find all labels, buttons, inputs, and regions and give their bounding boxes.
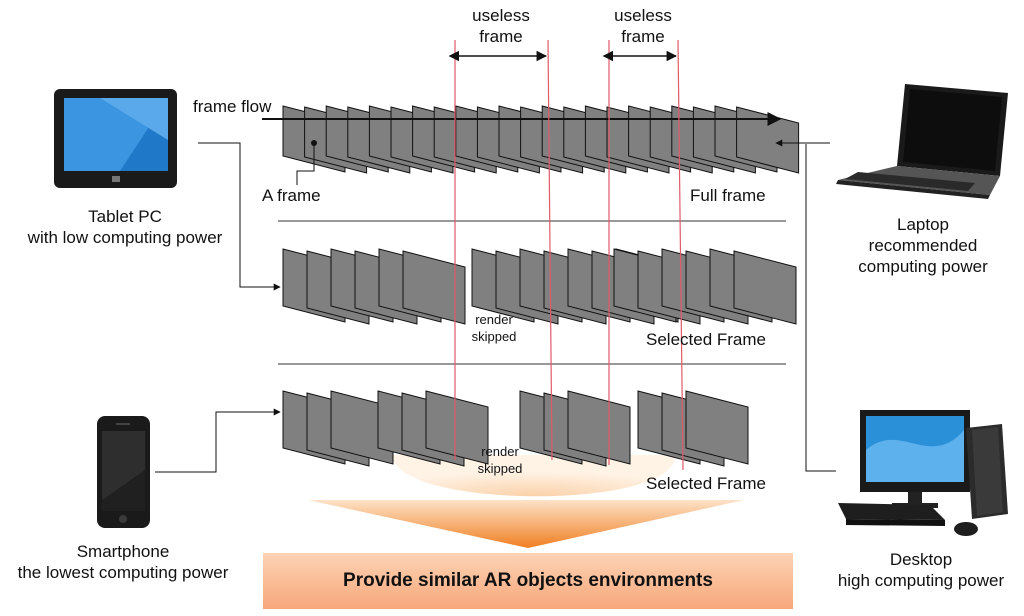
useless-frame-markers [454, 39, 684, 471]
selected-frame-label-1: Selected Frame [646, 330, 766, 349]
funnel-arrow [308, 500, 744, 548]
selected-frame-label-2: Selected Frame [646, 474, 766, 493]
useless-frame-label-1: useless frame [472, 6, 530, 46]
ar-environment-banner: Provide similar AR objects environments [263, 553, 793, 609]
tablet-selected-frame-row [282, 248, 797, 325]
tablet-icon [54, 89, 177, 188]
frame-flow-label: frame flow [193, 97, 272, 116]
a-frame-leader [296, 143, 315, 185]
desktop-icon [838, 410, 1008, 536]
desktop-connector [805, 144, 836, 472]
useless-frame-label-2: useless frame [614, 6, 672, 46]
smartphone-icon [97, 416, 150, 528]
render-skipped-label-1: render skipped [471, 312, 517, 344]
a-frame-label: A frame [262, 186, 321, 205]
video-frame [733, 250, 797, 325]
desktop-label: Desktop high computing power [837, 550, 1005, 590]
render-skipped-label-2: render skipped [477, 444, 523, 476]
tablet-connector [198, 142, 281, 291]
video-frame [685, 390, 749, 465]
smartphone-label: Smartphone the lowest computing power [17, 542, 229, 582]
smartphone-connector [155, 408, 281, 473]
laptop-icon [836, 84, 1008, 199]
smartphone-selected-frame-row [282, 390, 749, 467]
laptop-label: Laptop recommended computing power [858, 215, 988, 276]
video-frame [425, 390, 489, 465]
tablet-label: Tablet PC with low computing power [27, 207, 223, 247]
full-frame-row [282, 105, 800, 174]
video-frame [402, 250, 466, 325]
full-frame-label: Full frame [690, 186, 766, 205]
